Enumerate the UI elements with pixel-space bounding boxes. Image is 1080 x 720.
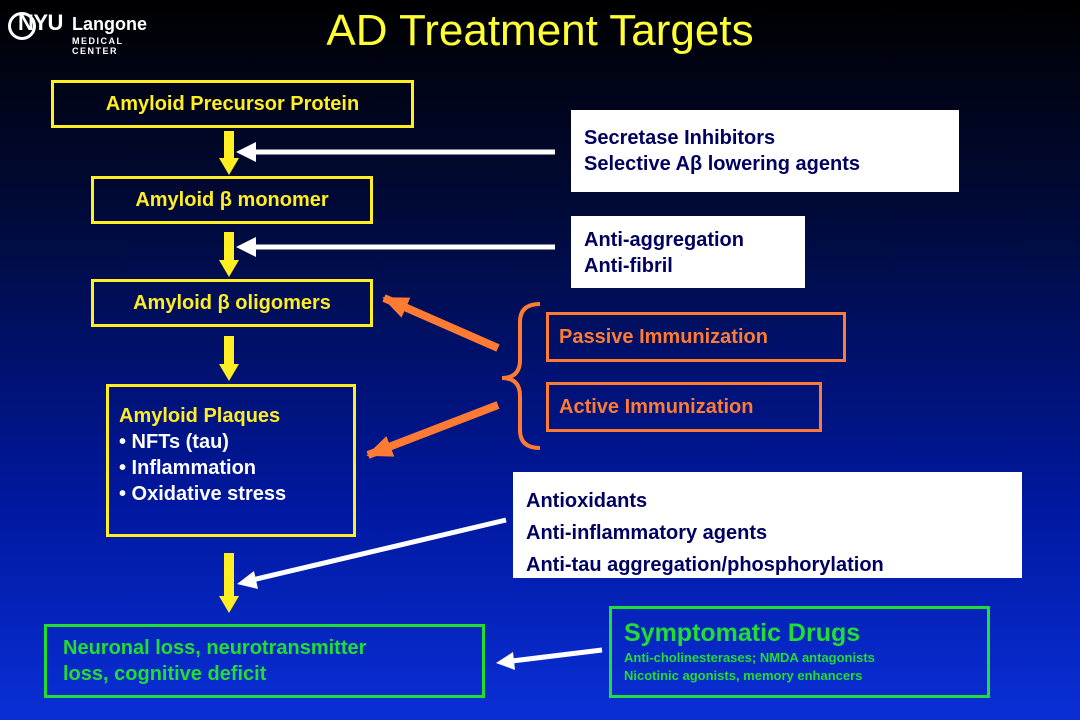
box-active-immunization: Active Immunization — [546, 382, 822, 432]
box-symptomatic-drugs: Symptomatic Drugs Anti-cholinesterases; … — [609, 606, 990, 698]
box-amyloid-oligomers: Amyloid β oligomers — [91, 279, 373, 327]
flow-arrow-oligomers-to-plaques — [219, 336, 239, 381]
label-passive-immunization: Passive Immunization — [559, 326, 768, 348]
label-plaques-bullet-1: • NFTs (tau) — [119, 431, 229, 453]
immunization-brace — [501, 302, 541, 450]
box-secretase-inhibitors: Secretase Inhibitors Selective Aβ loweri… — [571, 110, 959, 192]
label-outcome-line-2: loss, cognitive deficit — [63, 663, 267, 685]
arrow-secretase-inhibitors — [236, 142, 555, 162]
flow-arrow-monomer-to-oligomers — [219, 232, 239, 277]
label-symptomatic-heading: Symptomatic Drugs — [624, 619, 861, 647]
box-amyloid-monomer: Amyloid β monomer — [91, 176, 373, 224]
box-anti-aggregation: Anti-aggregation Anti-fibril — [571, 216, 805, 288]
label-outcome-line-1: Neuronal loss, neurotransmitter — [63, 637, 367, 659]
label-plaques-bullet-2: • Inflammation — [119, 457, 257, 479]
label-secretase-line-1: Secretase Inhibitors — [584, 127, 776, 149]
logo-medical-center: MEDICAL CENTER — [72, 36, 124, 56]
arrow-immunization-to-oligomers — [382, 294, 500, 352]
label-app: Amyloid Precursor Protein — [105, 93, 360, 115]
label-symptomatic-line-2: Nicotinic agonists, memory enhancers — [624, 668, 863, 683]
nyu-langone-logo: NYU Langone MEDICAL CENTER — [6, 8, 156, 56]
label-antioxidants-line-3: Anti-tau aggregation/phosphorylation — [526, 554, 884, 576]
logo-langone: Langone — [72, 14, 147, 34]
label-aggregation-line-1: Anti-aggregation — [584, 229, 744, 251]
flow-arrow-plaques-to-outcome — [219, 553, 239, 613]
slide-title: AD Treatment Targets — [326, 6, 754, 55]
label-active-immunization: Active Immunization — [559, 396, 754, 418]
label-monomer: Amyloid β monomer — [135, 189, 329, 211]
arrow-antioxidants — [237, 517, 507, 589]
logo-ring-icon — [8, 12, 36, 40]
label-antioxidants-line-2: Anti-inflammatory agents — [526, 522, 768, 544]
label-symptomatic-line-1: Anti-cholinesterases; NMDA antagonists — [624, 650, 875, 665]
arrow-symptomatic-drugs — [496, 647, 603, 670]
label-antioxidants-line-1: Antioxidants — [526, 490, 648, 512]
label-oligomers: Amyloid β oligomers — [133, 292, 331, 314]
box-amyloid-plaques: Amyloid Plaques • NFTs (tau) • Inflammat… — [106, 384, 356, 537]
box-amyloid-precursor-protein: Amyloid Precursor Protein — [51, 80, 414, 128]
box-passive-immunization: Passive Immunization — [546, 312, 846, 362]
flow-arrow-app-to-monomer — [219, 131, 239, 175]
box-neuronal-loss: Neuronal loss, neurotransmitter loss, co… — [44, 624, 485, 698]
label-secretase-line-2: Selective Aβ lowering agents — [584, 153, 860, 175]
label-aggregation-line-2: Anti-fibril — [584, 255, 673, 277]
box-antioxidants: Antioxidants Anti-inflammatory agents An… — [513, 472, 1022, 578]
arrow-anti-aggregation — [236, 237, 555, 257]
label-plaques-bullet-3: • Oxidative stress — [119, 483, 287, 505]
label-plaques-heading: Amyloid Plaques — [119, 405, 281, 427]
logo-nyu: NYU — [18, 10, 63, 35]
arrow-immunization-to-plaques — [366, 401, 500, 459]
